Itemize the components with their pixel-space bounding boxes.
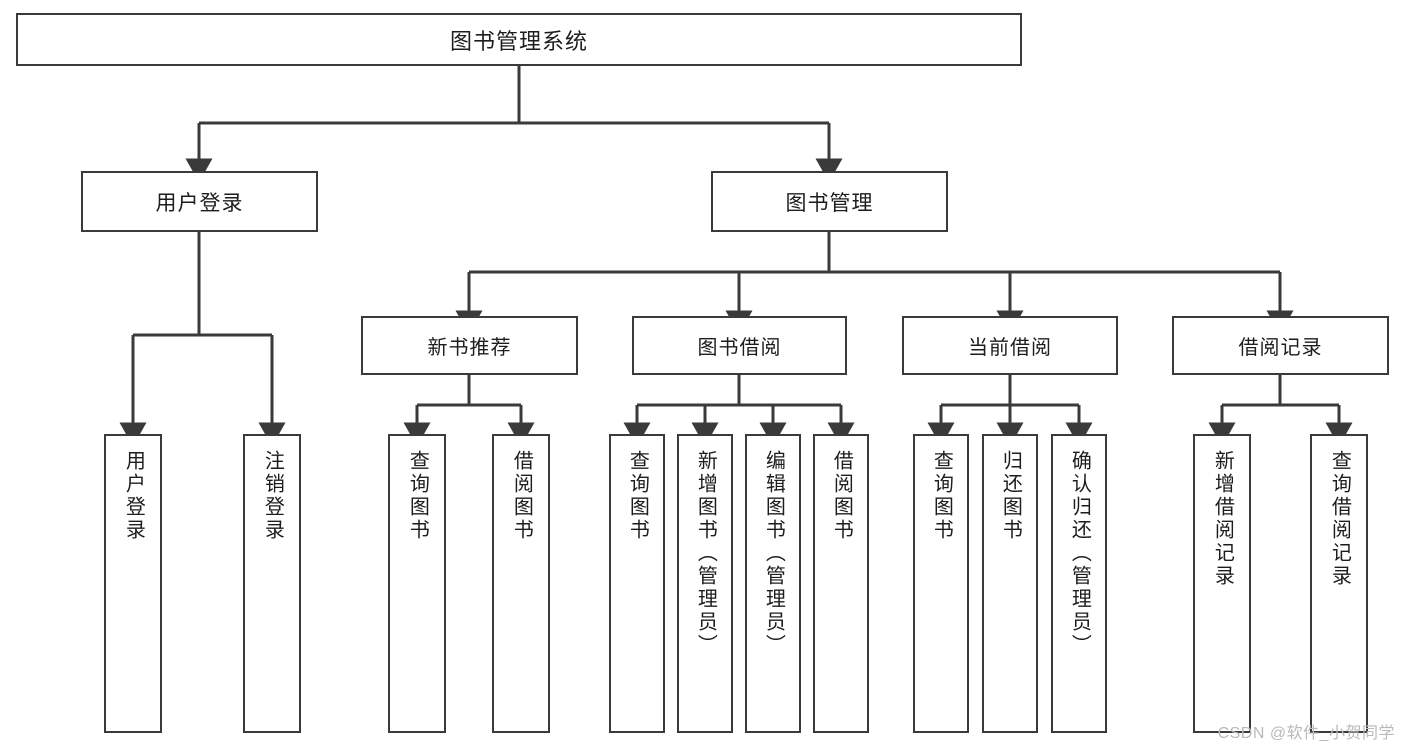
leaf-borrow-add-book-admin[interactable]: 新增图书（管理员） — [677, 434, 733, 733]
node-label: 查询图书 — [626, 450, 649, 542]
watermark: CSDN @软件_小贺同学 — [1217, 725, 1395, 742]
node-label: 编辑图书（管理员） — [762, 450, 785, 657]
node-label: 借阅图书 — [510, 450, 533, 542]
node-label: 图书管理系统 — [449, 28, 588, 54]
node-label: 查询图书 — [930, 450, 953, 542]
leaf-borrow-query-book[interactable]: 查询图书 — [609, 434, 665, 733]
node-label: 借阅图书 — [830, 450, 853, 542]
leaf-recommend-borrow-book[interactable]: 借阅图书 — [492, 434, 550, 733]
node-label: 图书借阅 — [697, 337, 782, 359]
leaf-current-confirm-return-admin[interactable]: 确认归还（管理员） — [1051, 434, 1107, 733]
node-label: 注销登录 — [261, 450, 284, 542]
node-current-borrow[interactable]: 当前借阅 — [902, 316, 1118, 375]
leaf-user-login[interactable]: 用户登录 — [104, 434, 162, 733]
node-user-login[interactable]: 用户登录 — [81, 171, 318, 232]
node-new-book-recommend[interactable]: 新书推荐 — [361, 316, 578, 375]
node-label: 新书推荐 — [427, 337, 512, 359]
leaf-user-logout[interactable]: 注销登录 — [243, 434, 301, 733]
leaf-current-query-book[interactable]: 查询图书 — [913, 434, 969, 733]
leaf-borrow-edit-book-admin[interactable]: 编辑图书（管理员） — [745, 434, 801, 733]
node-borrow-record[interactable]: 借阅记录 — [1172, 316, 1389, 375]
node-label: 借阅记录 — [1238, 337, 1323, 359]
leaf-borrow-borrow-book[interactable]: 借阅图书 — [813, 434, 869, 733]
node-label: 新增借阅记录 — [1211, 450, 1234, 588]
node-label: 归还图书 — [999, 450, 1022, 542]
leaf-current-return-book[interactable]: 归还图书 — [982, 434, 1038, 733]
node-label: 查询借阅记录 — [1328, 450, 1351, 588]
node-label: 新增图书（管理员） — [694, 450, 717, 657]
node-root-system[interactable]: 图书管理系统 — [16, 13, 1022, 66]
node-book-management[interactable]: 图书管理 — [711, 171, 948, 232]
node-label: 查询图书 — [406, 450, 429, 542]
node-book-borrow[interactable]: 图书借阅 — [632, 316, 847, 375]
node-label: 用户登录 — [155, 191, 244, 215]
node-label: 用户登录 — [122, 450, 145, 542]
leaf-recommend-query-book[interactable]: 查询图书 — [388, 434, 446, 733]
node-label: 图书管理 — [785, 191, 874, 215]
leaf-record-query-borrow-record[interactable]: 查询借阅记录 — [1310, 434, 1368, 733]
leaf-record-add-borrow-record[interactable]: 新增借阅记录 — [1193, 434, 1251, 733]
node-label: 确认归还（管理员） — [1068, 450, 1091, 657]
node-label: 当前借阅 — [968, 337, 1052, 359]
